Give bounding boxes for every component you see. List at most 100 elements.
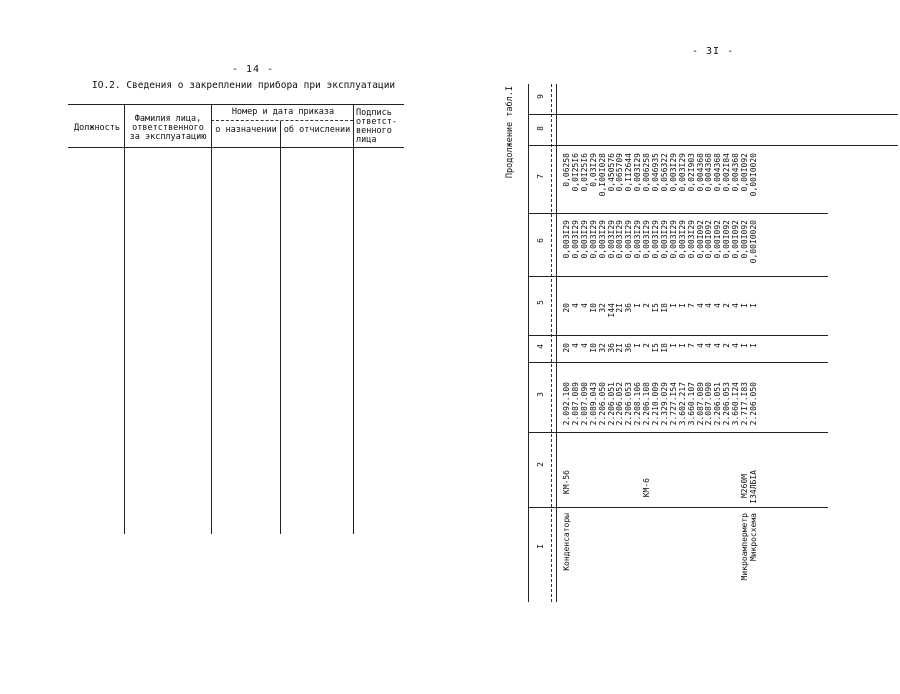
cell-col4: I (740, 343, 749, 348)
cell-col3: 2.206.053 (722, 382, 732, 426)
cell-col6: 0,003I29 (570, 220, 580, 259)
cell-col2: КМ-6 (642, 478, 651, 498)
cell-col5: I (740, 303, 749, 308)
cell-col6: 0,003I29 (686, 220, 696, 259)
right-page-number: - 3I - (692, 46, 735, 57)
cell-col6: 0,003I29 (579, 220, 589, 259)
cell-col6: 0,003I29 (668, 220, 678, 259)
col-number-1: I (536, 544, 545, 549)
cell-col3: 2.206.051 (713, 382, 723, 426)
cell-col2: I34ЛБIА (748, 470, 758, 504)
rcol-sep-8-7 (528, 145, 898, 146)
cell-col4: I0 (588, 343, 598, 353)
cell-col5: 32 (597, 303, 607, 313)
cell-col4: 4 (579, 343, 589, 348)
col-number-5: 5 (536, 300, 545, 305)
rcol-sep-5-4 (528, 335, 828, 336)
header-position: Должность (73, 123, 121, 133)
cell-col6: 0,00I0020 (748, 220, 758, 264)
cell-col3: 2.7I7.I83 (740, 382, 749, 426)
cell-col7: 0,0I25I6 (579, 153, 589, 192)
cell-col5: I5 (651, 303, 660, 313)
col-number-7: 7 (536, 174, 545, 179)
cell-col4: 2 (722, 343, 732, 348)
cell-col5: I8 (659, 303, 669, 313)
cell-col4: I (677, 343, 687, 348)
cell-col5: I (668, 303, 678, 308)
cell-col5: 20 (562, 303, 571, 313)
cell-col3: 3.660.107 (686, 382, 696, 426)
rcol-sep-3-2 (528, 432, 828, 433)
cell-col3: 2.206.053 (624, 382, 634, 426)
cell-col4: 4 (713, 343, 723, 348)
cell-col7: 0,003I29 (677, 153, 687, 192)
cell-col4: 2 (642, 343, 652, 348)
cell-col3: 2.206.050 (597, 382, 607, 426)
cell-col7: 0,II2644 (624, 153, 634, 192)
cell-col3: 2.092.100 (562, 382, 571, 426)
cell-col4: 4 (731, 343, 741, 348)
cell-col4: I5 (651, 343, 660, 353)
col-number-9: 9 (536, 94, 545, 99)
cell-col7: 0,004368 (731, 153, 741, 192)
cell-col4: I8 (659, 343, 669, 353)
cell-col7: 0,06258 (562, 153, 571, 187)
cell-col7: 0,002I84 (722, 153, 732, 192)
rcol-sep-2-1 (528, 507, 828, 508)
cell-col2: КМ-5б (562, 470, 571, 495)
cell-col7: 0,03I29 (588, 153, 598, 187)
cell-col4: 36 (624, 343, 634, 353)
cell-col6: 0,003I29 (624, 220, 634, 259)
cell-col3: 3.660.I24 (731, 382, 741, 426)
cell-col5: 4 (713, 303, 723, 308)
cell-col6: 0,00I092 (722, 220, 732, 259)
header-signature: Подпись ответст- венного лица (356, 108, 397, 145)
cell-col3: 2.727.I54 (668, 382, 678, 426)
table-top-rule (68, 104, 404, 105)
table-caption: Продолжение табл.I (505, 86, 515, 179)
cell-col7: 0,056322 (659, 153, 669, 192)
cell-col4: 4 (570, 343, 580, 348)
cell-col6: 0,003I29 (659, 220, 669, 259)
left-page-title: IO.2. Сведения о закреплении прибора при… (92, 80, 396, 91)
rcol-sep-9-8 (528, 114, 898, 115)
header-order: Номер и дата приказа (231, 107, 335, 117)
cell-col3: 3.602.217 (677, 382, 687, 426)
col-number-8: 8 (536, 126, 545, 131)
cell-col3: 2.208.106 (633, 382, 643, 426)
cell-col7: 0,003I29 (633, 153, 643, 192)
cell-col4: 7 (686, 343, 696, 348)
rtable-rule-inner (551, 84, 552, 602)
cell-col7: 0,00I0020 (748, 153, 758, 197)
header-dismissal: об отчислении (283, 125, 351, 135)
cell-col7: 0,006258 (642, 153, 652, 192)
rtable-rule-header (556, 84, 557, 602)
cell-col5: 2 (722, 303, 732, 308)
cell-col4: I (748, 343, 758, 348)
cell-col5: 2 (642, 303, 652, 308)
cell-col7: 0,004368 (713, 153, 723, 192)
cell-col5: 4 (731, 303, 741, 308)
cell-col6: 0,003I29 (633, 220, 643, 259)
col-number-6: 6 (536, 238, 545, 243)
cell-col5: 4 (579, 303, 589, 308)
col-number-2: 2 (536, 462, 545, 467)
cell-col7: 0,0I25I6 (570, 153, 580, 192)
cell-col2: М260М (740, 474, 749, 499)
header-appointment: о назначении (215, 125, 277, 135)
rtable-rule-left (528, 84, 529, 602)
cell-col6: 0,003I29 (651, 220, 660, 259)
cell-col3: 2.210.009 (651, 382, 660, 426)
cell-col7: 0,003I29 (668, 153, 678, 192)
cell-col3: 2.329.029 (659, 382, 669, 426)
cell-col7: 0,I00I028 (597, 153, 607, 197)
cell-col4: 20 (562, 343, 571, 353)
col-divider-3 (280, 121, 281, 534)
cell-col3: 2.087.089 (570, 382, 580, 426)
cell-col3: 2.206.108 (642, 382, 652, 426)
cell-col5: I (633, 303, 643, 308)
cell-col3: 2.089.043 (588, 382, 598, 426)
cell-col1: Микроамперметр (740, 513, 749, 581)
cell-col6: 0,00I092 (713, 220, 723, 259)
cell-col4: 32 (597, 343, 607, 353)
